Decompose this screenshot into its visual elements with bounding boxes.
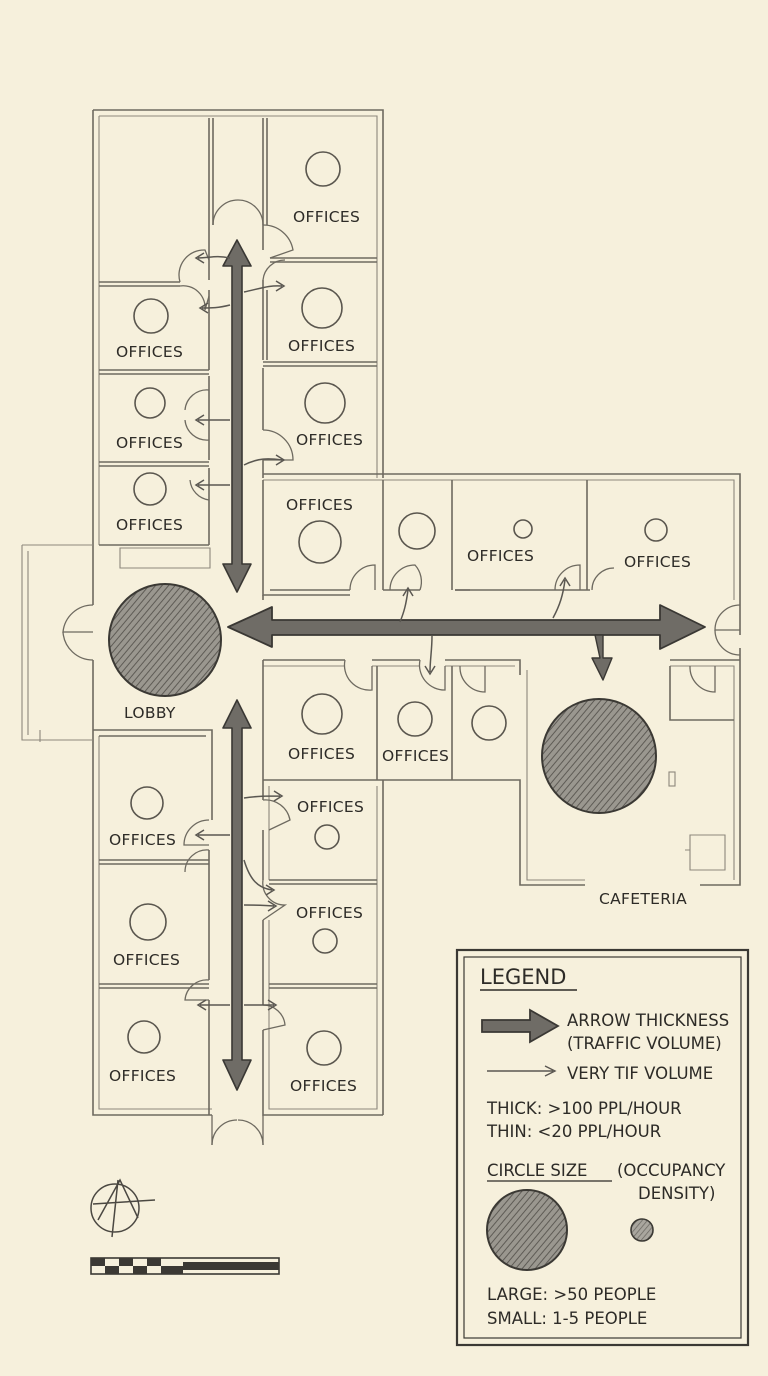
occupancy-circle [304,382,346,424]
room-label-offices: OFFICES [288,745,355,763]
occupancy-circle [134,387,166,419]
traffic-arrow-cafeteria-branch [591,634,613,681]
occupancy-circle [398,512,436,550]
traffic-arrow-south-corridor [222,699,252,1091]
room-labels: OFFICES OFFICES OFFICES OFFICES OFFICES … [109,208,691,1095]
legend-arrow-thickness: ARROW THICKNESS [567,1011,729,1030]
room-label-offices: OFFICES [290,1077,357,1095]
traffic-arrow-north-corridor [222,239,252,593]
occupancy-circle [306,1030,342,1066]
occupancy-circle [513,519,533,539]
south-wing-walls [92,729,384,1116]
occupancy-circle [298,520,342,564]
legend-circle-title: CIRCLE SIZE [487,1161,587,1180]
room-label-offices: OFFICES [116,343,183,361]
room-label-offices: OFFICES [382,747,449,765]
room-label-offices: OFFICES [293,208,360,226]
east-wing-walls [262,473,741,886]
legend-thick-arrow-icon [481,1008,560,1044]
occupancy-circle [644,518,668,542]
lobby-walls [21,544,264,742]
traffic-arrow-east-corridor [227,604,706,650]
room-label-offices: OFFICES [297,798,364,816]
occupancy-circle [471,705,507,741]
room-label-offices: OFFICES [113,951,180,969]
legend-large-circle [486,1189,568,1271]
room-label-cafeteria: CAFETERIA [599,890,687,908]
occupancy-circle [127,1020,161,1054]
room-label-offices: OFFICES [288,337,355,355]
occupancy-circle [397,701,433,737]
room-label-offices: OFFICES [116,516,183,534]
legend-panel: LEGEND ARROW THICKNESS (TRAFFIC VOLUME) … [455,948,750,1347]
room-label-offices: OFFICES [624,553,691,571]
occupancy-circle [130,786,164,820]
legend-thick-rule: THICK: >100 PPL/HOUR [486,1099,682,1118]
legend-large-rule: LARGE: >50 PEOPLE [487,1285,656,1304]
legend-small-rule: SMALL: 1-5 PEOPLE [487,1309,647,1328]
room-label-lobby: LOBBY [124,704,176,722]
legend-occupancy: (OCCUPANCY [617,1161,726,1180]
occupancy-circles [108,151,668,1066]
room-label-offices: OFFICES [296,904,363,922]
traffic-arrows [222,239,706,1091]
thin-traffic-arrows [194,252,571,1011]
occupancy-circle [301,693,343,735]
room-label-offices: OFFICES [109,1067,176,1085]
legend-small-circle [630,1218,654,1242]
occupancy-circle [312,928,338,954]
occupancy-circle [133,298,169,334]
legend-thin-arrow-label: VERY TIF VOLUME [567,1064,713,1083]
legend-thin-rule: THIN: <20 PPL/HOUR [486,1122,661,1141]
room-label-offices: OFFICES [286,496,353,514]
occupancy-circle [129,903,167,941]
cafeteria-occupancy-circle [541,698,657,814]
legend-traffic-volume: (TRAFFIC VOLUME) [567,1034,722,1053]
room-label-offices: OFFICES [109,831,176,849]
legend-title: LEGEND [480,965,566,989]
lobby-occupancy-circle [108,583,222,697]
occupancy-circle [133,472,167,506]
room-label-offices: OFFICES [296,431,363,449]
legend-density: DENSITY) [638,1184,715,1203]
occupancy-circle [305,151,341,187]
occupancy-circle [301,287,343,329]
north-arrow-icon [90,1178,156,1238]
scale-bar-icon [90,1257,280,1275]
room-label-offices: OFFICES [116,434,183,452]
occupancy-circle [314,824,340,850]
legend-thin-arrow-icon [487,1065,557,1077]
room-label-offices: OFFICES [467,547,534,565]
